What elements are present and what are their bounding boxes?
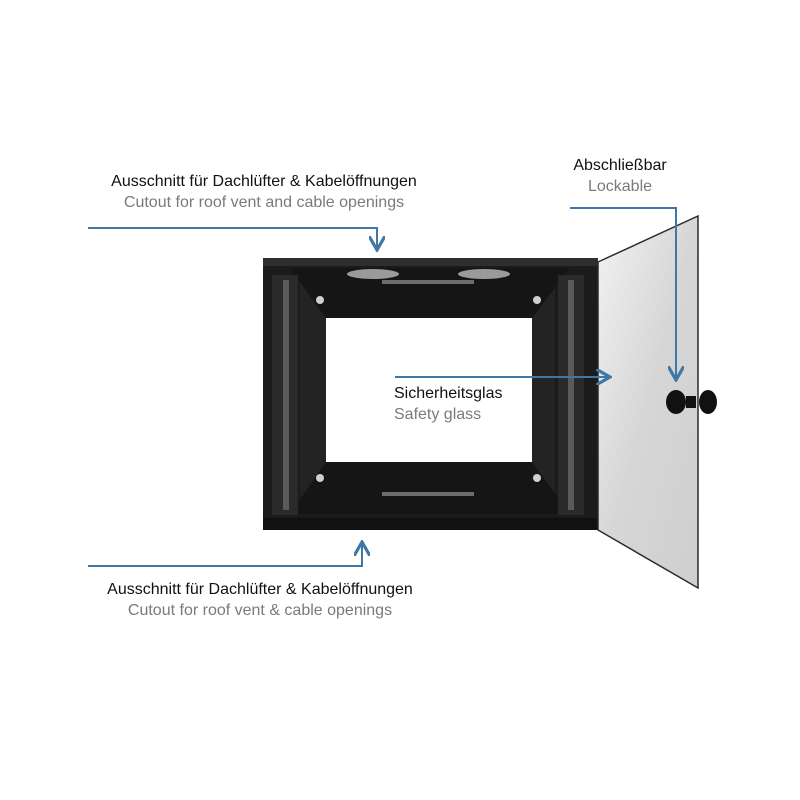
top-cutout-label-en: Cutout for roof vent and cable openings [123,194,405,211]
bottom-cutout-arrow [88,544,362,567]
top-cutout-arrow [88,227,377,248]
key-lock-icon [666,390,717,414]
cabinet-bottom-edge [263,518,598,530]
bottom-cutout-label-de: Ausschnitt für Dachlüfter & Kabelöffnung… [107,581,413,598]
safety-glass-label-en: Safety glass [394,406,482,423]
lockable-arrow [570,207,676,378]
bottom-cutout-label: Ausschnitt für Dachlüfter & Kabelöffnung… [80,579,440,621]
mount-hole [533,296,541,304]
safety-glass-label-de: Sicherheitsglas [394,385,503,402]
top-cutout-label: Ausschnitt für Dachlüfter & Kabelöffnung… [84,171,444,213]
bottom-inner-wall [290,462,570,514]
top-inner-wall [290,268,570,318]
lockable-label-de: Abschließbar [573,157,667,174]
mount-hole [316,296,324,304]
fan-cutout-icon [458,269,510,279]
safety-glass-pane [597,214,699,590]
cabinet-top-edge [263,258,598,266]
lockable-label-en: Lockable [587,178,653,195]
wall-cabinet [263,258,598,530]
safety-glass-label: Sicherheitsglas Safety glass [394,383,524,425]
bottom-cable-slot [382,492,474,496]
mount-hole [316,474,324,482]
rear-cutout [326,318,532,462]
right-rail-holes [568,280,574,510]
top-cable-slot [382,280,474,284]
top-cutout-label-de: Ausschnitt für Dachlüfter & Kabelöffnung… [111,173,417,190]
mount-hole [533,474,541,482]
left-rail-holes [283,280,289,510]
lockable-label: Abschließbar Lockable [560,155,680,197]
fan-cutout-icon [347,269,399,279]
callout-lines [88,207,676,567]
bottom-cutout-label-en: Cutout for roof vent & cable openings [127,602,393,619]
glass-door [597,214,717,590]
